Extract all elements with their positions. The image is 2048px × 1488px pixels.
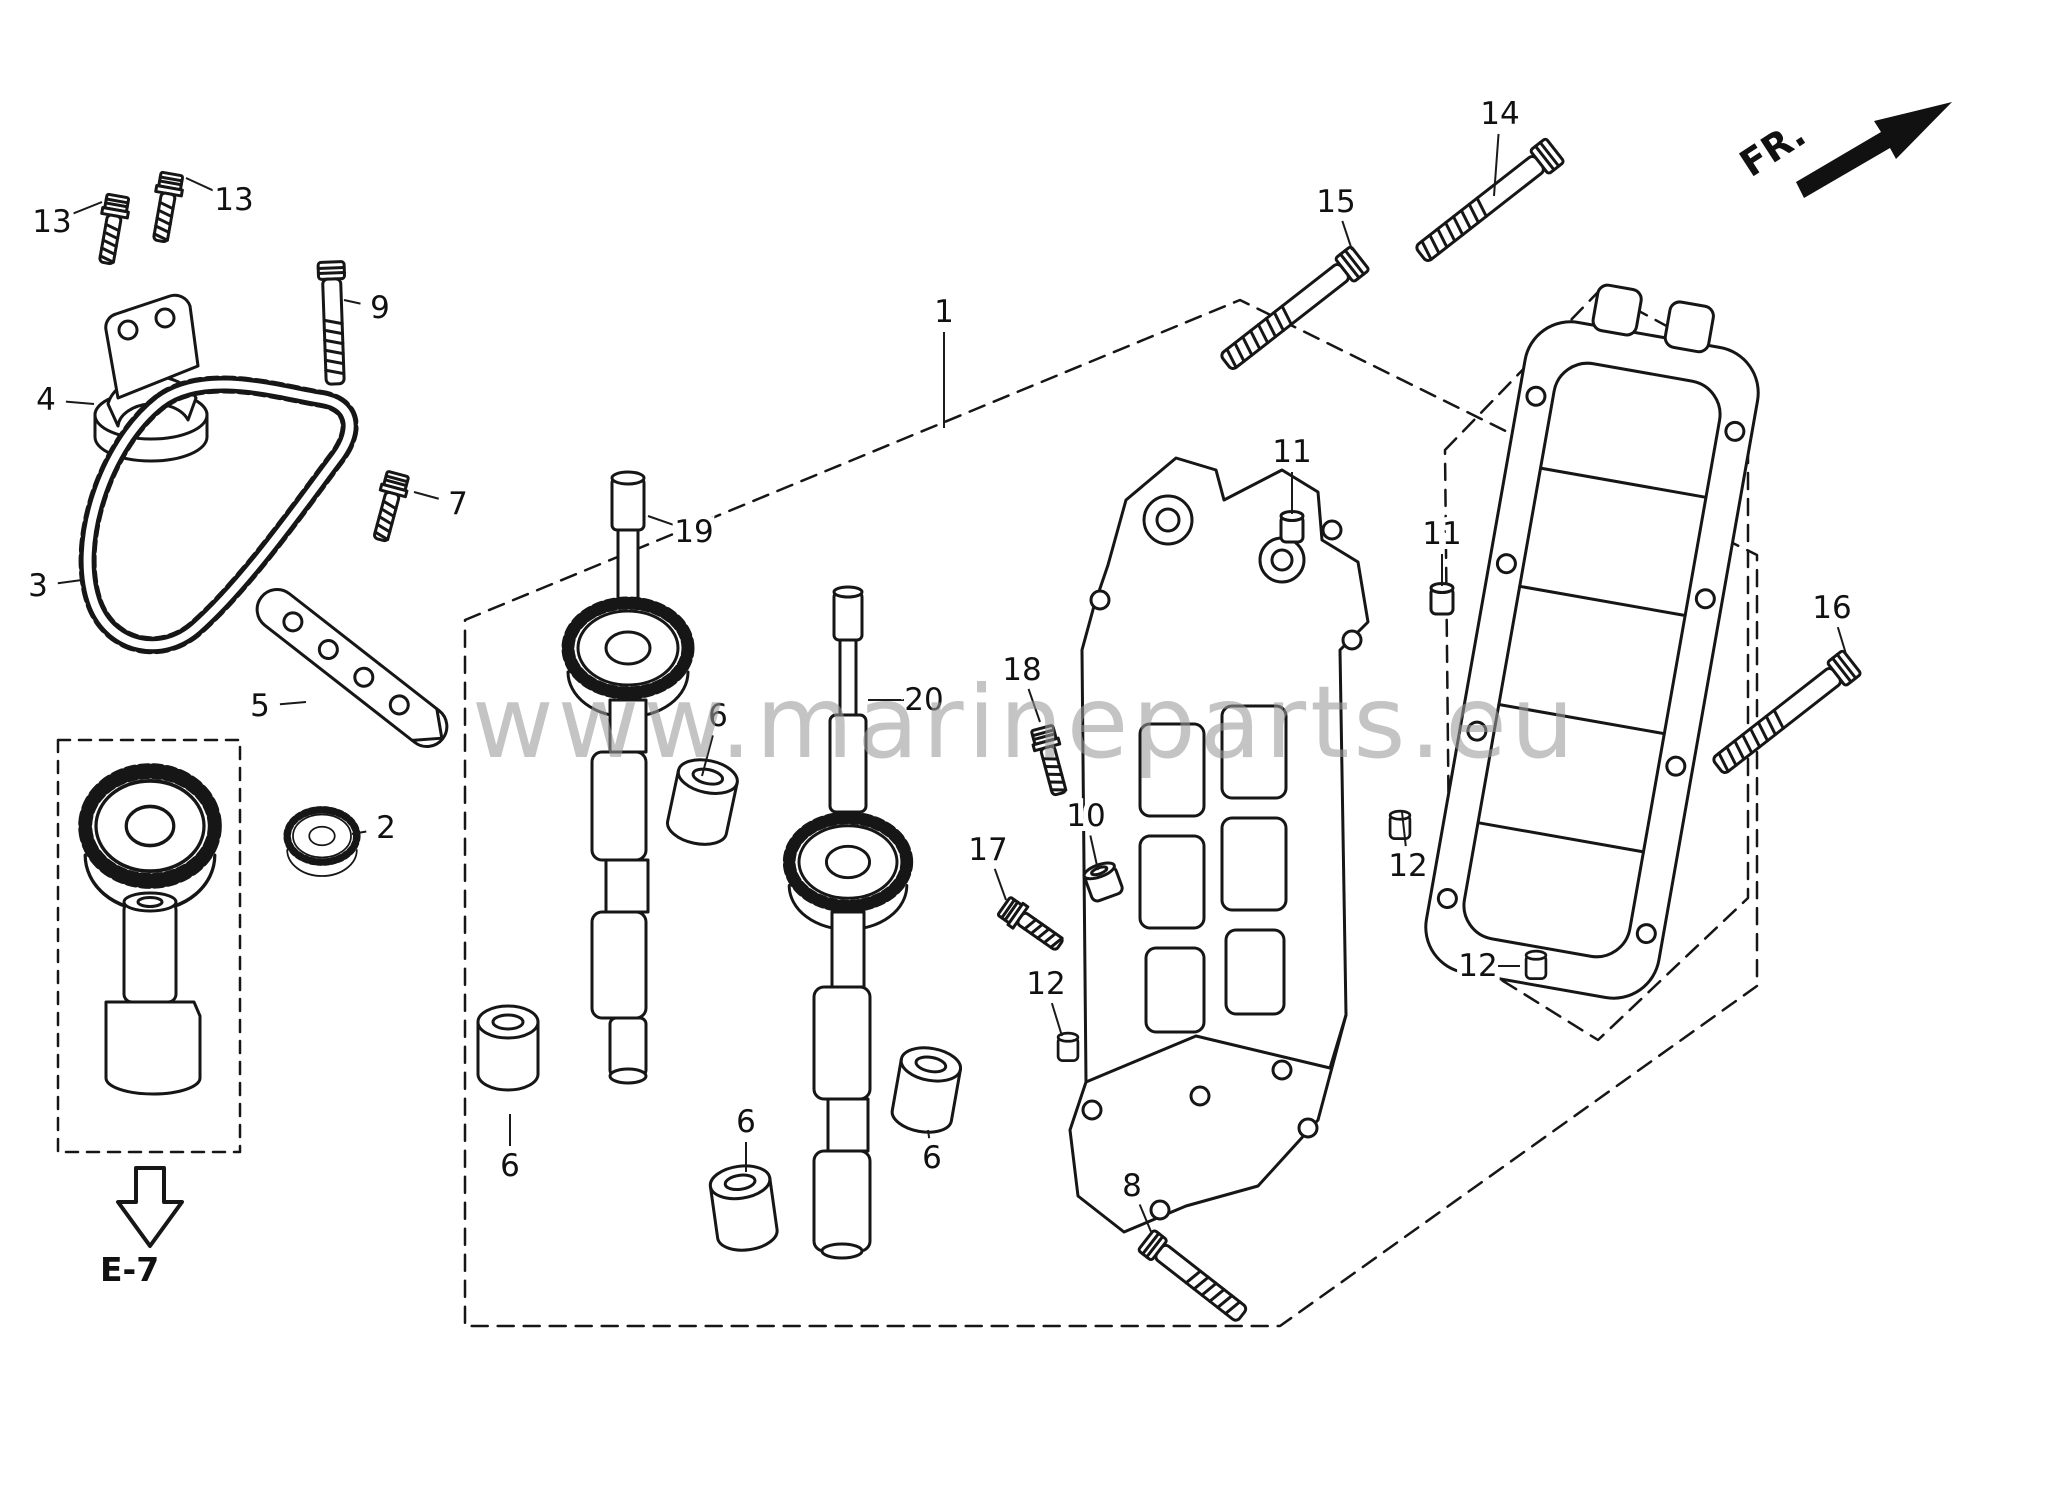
balancer-shaft-rear: [783, 585, 912, 1260]
part-callout-12: 12: [1458, 948, 1497, 984]
crankcase-half: [1068, 456, 1370, 1234]
callout-leader-line: [351, 830, 367, 835]
balancer-shaft-front: [562, 470, 694, 1085]
callout-leader-line: [185, 177, 217, 193]
callout-leader-line: [1493, 133, 1500, 197]
part-callout-9: 9: [370, 290, 390, 326]
callout-leader-line: [993, 868, 1007, 901]
callout-leader-line: [279, 701, 307, 706]
part-callout-7: 7: [448, 486, 468, 522]
callout-leader-line: [1138, 1204, 1153, 1235]
chain-tensioner: [93, 293, 209, 463]
part-callout-12: 12: [1026, 966, 1065, 1002]
part-callout-18: 18: [1002, 652, 1041, 688]
flange-bolt-13a: [91, 192, 133, 267]
callout-leader-line: [1836, 626, 1847, 655]
callout-leader-line: [57, 579, 83, 585]
dowel-12b: [1056, 1031, 1080, 1062]
part-callout-11: 11: [1272, 434, 1311, 470]
fr-direction-arrow: [1796, 102, 1952, 198]
callout-leader-line: [1089, 835, 1099, 871]
bolt-9: [316, 260, 350, 386]
part-callout-5: 5: [250, 688, 270, 724]
callout-leader-line: [647, 515, 676, 527]
callout-leader-line: [1050, 1002, 1063, 1037]
timing-chain: [78, 375, 359, 655]
part-callout-11: 11: [1422, 516, 1461, 552]
e7-gear: [79, 765, 222, 910]
part-callout-13: 13: [214, 182, 253, 218]
e7-reference-label: E-7: [100, 1250, 160, 1289]
bolt-18: [1027, 723, 1074, 799]
part-callout-6: 6: [708, 698, 728, 734]
part-callout-2: 2: [376, 810, 396, 846]
part-callout-16: 16: [1812, 590, 1851, 626]
plug-11a: [1279, 510, 1305, 544]
part-callout-12: 12: [1388, 848, 1427, 884]
part-callout-1: 1: [934, 294, 954, 330]
callout-leader-line: [70, 201, 103, 216]
part-callout-19: 19: [674, 514, 713, 550]
parts-illustration: [56, 102, 1952, 1328]
part-callout-4: 4: [36, 382, 56, 418]
part-callout-6: 6: [922, 1140, 942, 1176]
callout-leader-line: [1341, 220, 1353, 251]
bolt-14: [1410, 136, 1566, 268]
bearing-shell-6d: [888, 1041, 965, 1139]
callout-leader-line: [1401, 811, 1407, 847]
part-callout-6: 6: [500, 1148, 520, 1184]
bearing-shell-6a: [662, 753, 742, 851]
callout-leader-line: [65, 400, 95, 405]
plug-11b: [1429, 582, 1455, 616]
callout-leader-line: [1027, 688, 1041, 723]
e7-pump-shaft: [104, 891, 202, 1096]
e7-arrow-icon: [116, 1166, 184, 1248]
bolt-8: [1136, 1228, 1252, 1327]
part-callout-20: 20: [904, 682, 943, 718]
bearing-shell-6c: [706, 1160, 781, 1256]
bolt-17: [995, 893, 1069, 958]
part-callout-14: 14: [1480, 96, 1519, 132]
part-callout-17: 17: [968, 832, 1007, 868]
callout-leader-line: [413, 491, 439, 500]
flange-bolt-13b: [145, 170, 187, 245]
callout-leader-line: [701, 735, 714, 777]
assembly-boundary-dashed: [463, 298, 1759, 1328]
sprocket-2: [284, 807, 361, 876]
dowel-12c: [1524, 949, 1548, 980]
part-callout-10: 10: [1066, 798, 1105, 834]
e7-reference-group: [56, 738, 242, 1248]
bearing-shell-6b: [476, 1004, 540, 1092]
part-callout-3: 3: [28, 568, 48, 604]
bushing-10: [1082, 861, 1124, 903]
part-callout-6: 6: [736, 1104, 756, 1140]
crankcase-side-cover: [1424, 283, 1760, 1000]
dowel-12a: [1388, 809, 1412, 840]
callout-leader-line: [927, 1129, 931, 1139]
chain-guide: [255, 588, 449, 748]
part-callout-8: 8: [1122, 1168, 1142, 1204]
part-callout-15: 15: [1316, 184, 1355, 220]
callout-leader-line: [343, 299, 361, 305]
bolt-15: [1215, 244, 1371, 376]
bolt-16: [1707, 648, 1863, 780]
pivot-bolt-7: [366, 469, 413, 545]
part-callout-13: 13: [32, 204, 71, 240]
